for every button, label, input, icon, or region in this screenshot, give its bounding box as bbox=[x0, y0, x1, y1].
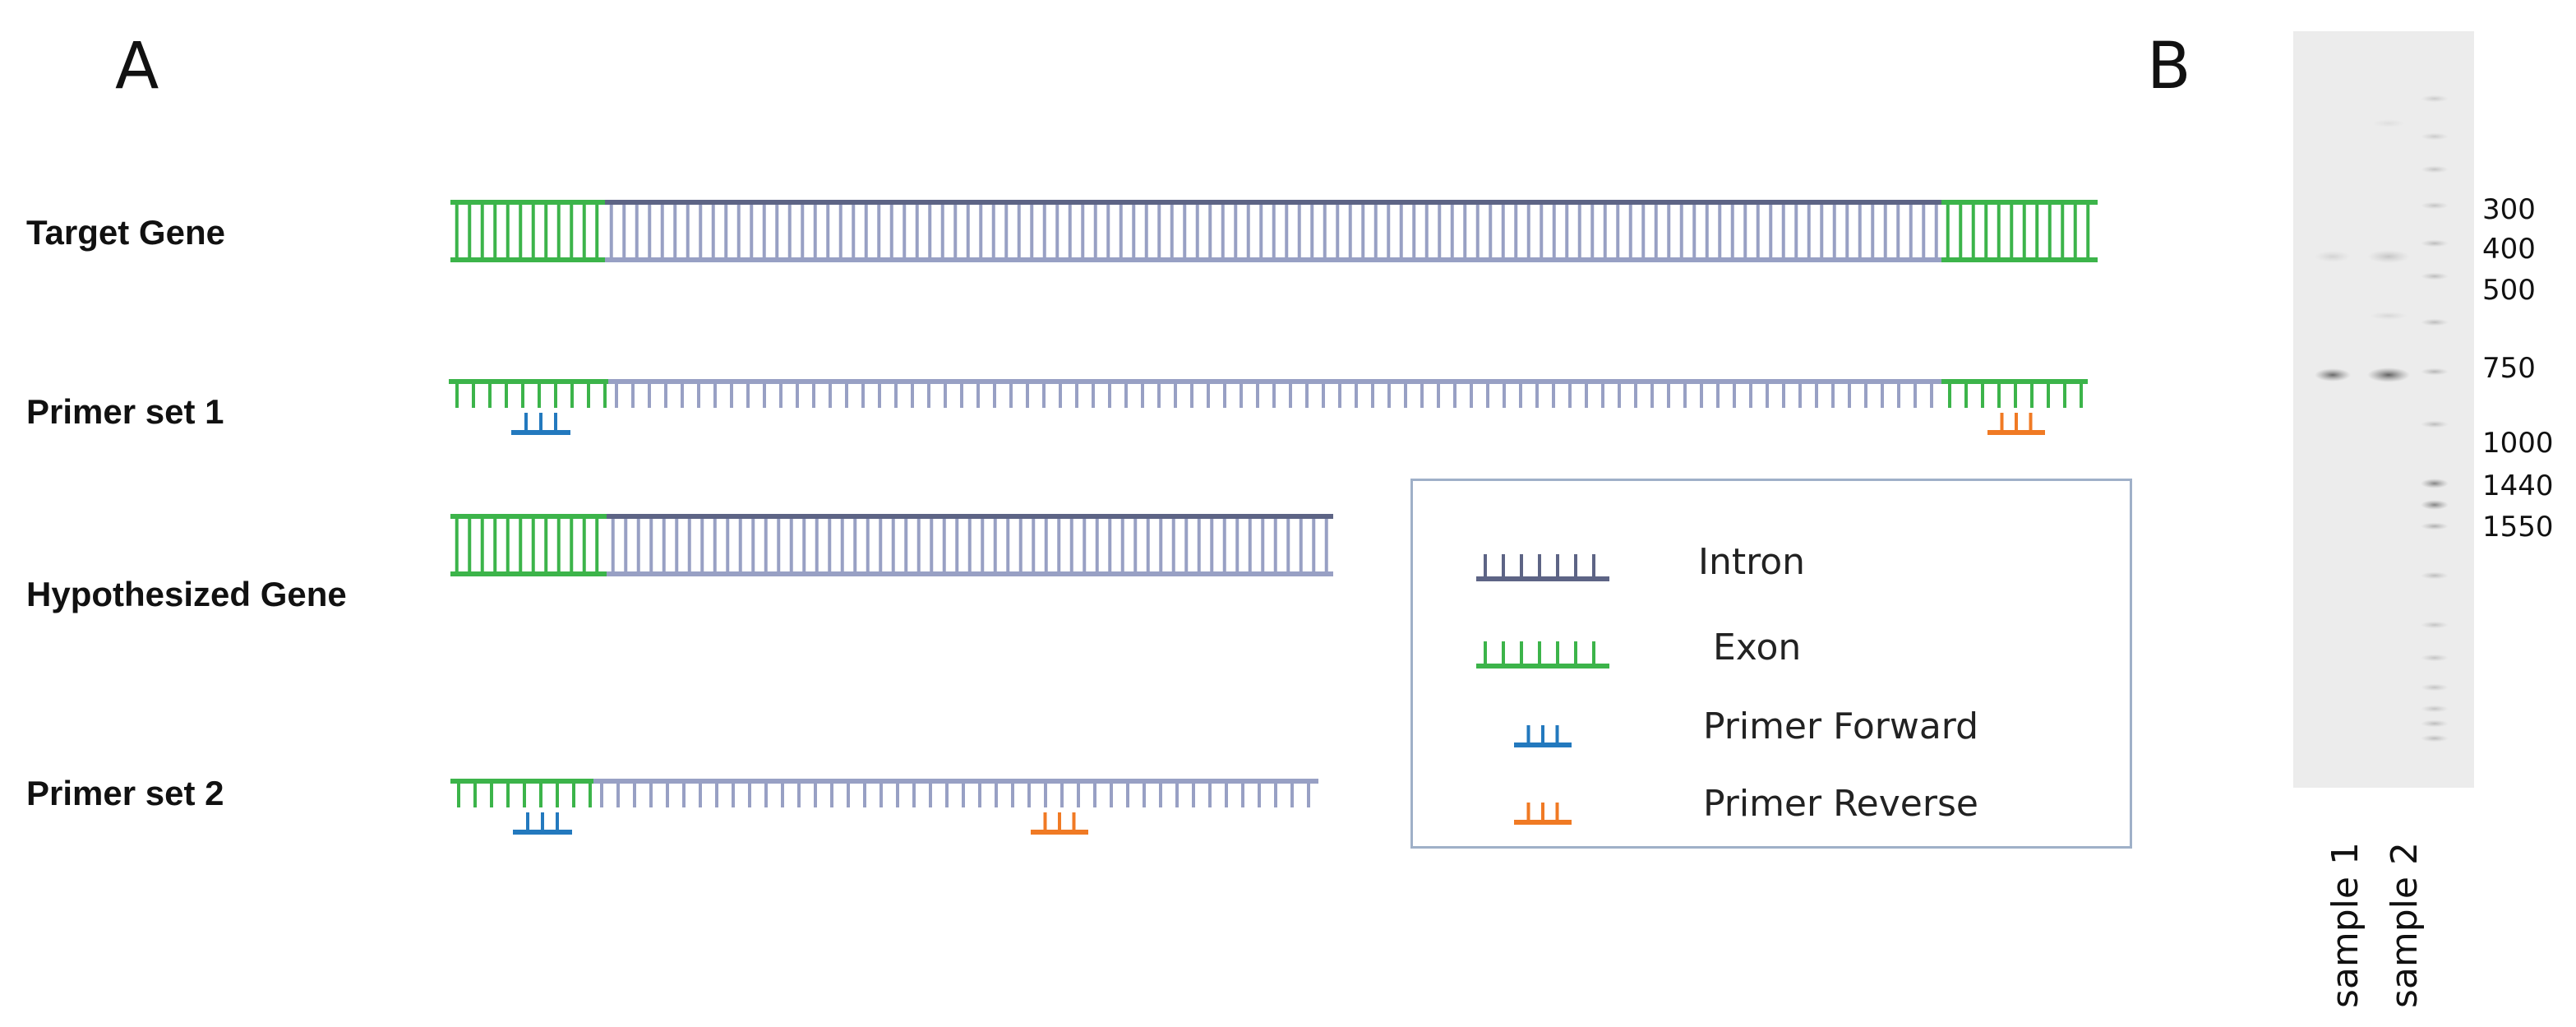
primer-forward bbox=[511, 413, 570, 435]
exon-segment bbox=[450, 200, 605, 262]
ladder-band bbox=[2421, 479, 2449, 488]
ladder-band bbox=[2421, 522, 2449, 530]
legend-label-primer-forward: Primer Forward bbox=[1703, 705, 1979, 747]
sample-2-band bbox=[2367, 368, 2410, 382]
sample-2-band bbox=[2370, 312, 2407, 320]
ladder-band bbox=[2421, 654, 2449, 662]
legend-label-exon: Exon bbox=[1713, 627, 1802, 668]
ladder-label: 500 bbox=[2482, 274, 2536, 307]
ladder-label: 750 bbox=[2482, 352, 2536, 385]
lane-label-sample-2: sample 2 bbox=[2384, 842, 2426, 1008]
ladder-band bbox=[2421, 132, 2449, 141]
sample-2-band bbox=[2367, 250, 2410, 263]
row-label-target-gene: Target Gene bbox=[26, 213, 225, 252]
ladder-band bbox=[2421, 239, 2449, 247]
exon-strand bbox=[1941, 379, 2088, 408]
intron-segment bbox=[605, 200, 1941, 262]
ladder-band bbox=[2421, 719, 2449, 728]
target-gene-dna bbox=[450, 200, 2098, 262]
intron-strand bbox=[608, 379, 1941, 408]
exon-segment bbox=[450, 514, 607, 576]
ladder-label: 1440 bbox=[2482, 470, 2554, 502]
lane-label-sample-1: sample 1 bbox=[2324, 842, 2366, 1008]
primer-forward bbox=[513, 812, 572, 835]
intron-segment bbox=[607, 514, 1333, 576]
sample-1-band bbox=[2315, 251, 2351, 262]
ladder-label: 300 bbox=[2482, 193, 2536, 226]
ladder-band bbox=[2421, 318, 2449, 326]
ladder-band bbox=[2421, 571, 2449, 580]
ladder-band bbox=[2421, 165, 2449, 173]
exon-strand bbox=[449, 379, 608, 408]
sample-2-band bbox=[2372, 119, 2405, 127]
row-label-hypothesized-gene: Hypothesized Gene bbox=[26, 575, 347, 613]
legend-label-intron: Intron bbox=[1698, 541, 1806, 583]
primer-set-2-dna bbox=[450, 779, 1318, 835]
ladder-band bbox=[2421, 420, 2449, 428]
ladder-label: 1550 bbox=[2482, 511, 2554, 544]
panel-label-b: B bbox=[2147, 30, 2191, 104]
ladder-band bbox=[2421, 368, 2449, 376]
primer-reverse bbox=[1987, 413, 2045, 435]
gel-background bbox=[2293, 31, 2474, 788]
primer-set-1-dna bbox=[449, 379, 2088, 435]
ladder-label: 400 bbox=[2482, 233, 2536, 266]
ladder-band bbox=[2421, 500, 2449, 510]
sample-1-band bbox=[2315, 368, 2351, 382]
ladder-label: 1000 bbox=[2482, 427, 2554, 460]
panel-label-a: A bbox=[115, 30, 159, 104]
hypothesized-gene-dna bbox=[450, 514, 1333, 576]
ladder-band bbox=[2421, 734, 2449, 742]
intron-strand bbox=[593, 779, 1318, 807]
ladder-band bbox=[2421, 705, 2449, 713]
ladder-band bbox=[2421, 621, 2449, 629]
ladder-band bbox=[2421, 95, 2449, 103]
row-label-primer-set-1: Primer set 1 bbox=[26, 392, 224, 431]
primer-reverse bbox=[1031, 812, 1088, 835]
ladder-band bbox=[2421, 683, 2449, 692]
row-label-primer-set-2: Primer set 2 bbox=[26, 774, 224, 812]
ladder-band bbox=[2421, 272, 2449, 280]
ladder-band bbox=[2421, 201, 2449, 210]
exon-segment bbox=[1941, 200, 2098, 262]
exon-strand bbox=[450, 779, 593, 807]
legend-label-primer-reverse: Primer Reverse bbox=[1703, 783, 1978, 825]
